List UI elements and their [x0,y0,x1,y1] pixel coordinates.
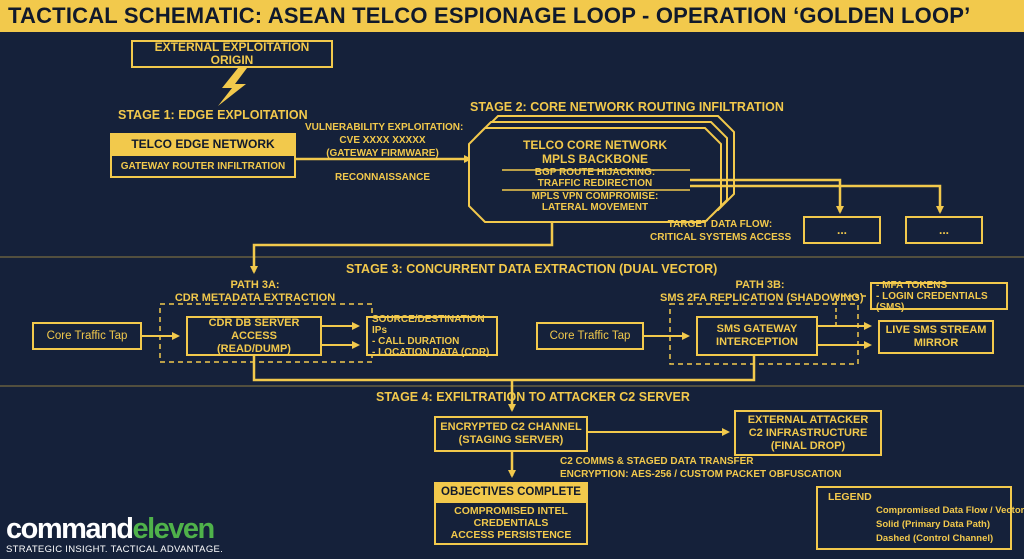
path-3b-label: PATH 3B: SMS 2FA REPLICATION (SHADOWING) [660,279,864,304]
path-3a-merge [252,355,512,382]
source-ip-box: SOURCE/DESTINATION IPs- CALL DURATION- L… [366,314,498,358]
mfa-box: - MFA TOKENS- LOGIN CREDENTIALS (SMS) [870,280,1008,313]
core-to-output-2 [690,184,944,214]
encrypted-c2-box: ENCRYPTED C2 CHANNEL(STAGING SERVER) [434,416,588,452]
c2-comms-label: C2 COMMS & STAGED DATA TRANSFER ENCRYPTI… [560,456,842,480]
output-box-1: ... [803,216,881,244]
edge-network-sub: GATEWAY ROUTER INFILTRATION [110,154,296,178]
path-3b-region [669,303,859,365]
page-title: TACTICAL SCHEMATIC: ASEAN TELCO ESPIONAG… [0,0,1024,32]
brand-name-a: command [6,513,134,545]
stage4-title: STAGE 4: EXFILTRATION TO ATTACKER C2 SER… [376,390,690,404]
core-network-label: TELCO CORE NETWORK MPLS BACKBONE [523,138,667,166]
legend-title: LEGEND [828,491,872,503]
tap-a-box: Core Traffic Tap [32,322,142,350]
origin-box: EXTERNAL EXPLOITATION ORIGIN [131,40,333,68]
stage3-title: STAGE 3: CONCURRENT DATA EXTRACTION (DUA… [346,262,718,276]
legend-item-flow: Compromised Data Flow / Vector [876,505,1024,516]
bgp-label: BGP ROUTE HIJACKING: TRAFFIC REDIRECTION [534,167,656,189]
target-flow-label: TARGET DATA FLOW: CRITICAL SYSTEMS ACCES… [650,219,792,243]
legend-item-solid: Solid (Primary Data Path) [876,519,991,530]
legend: LEGEND Compromised Data Flow / Vector So… [816,486,1024,550]
objectives-header: OBJECTIVES COMPLETE [434,482,588,502]
core-layer-front [468,127,722,223]
legend-item-dashed: Dashed (Control Channel) [876,533,994,544]
brand-name-b: eleven [132,513,215,545]
vuln-label: VULNERABILITY EXPLOITATION: CVE XXXX XXX… [305,122,464,159]
tap-b-box: Core Traffic Tap [536,322,644,350]
lightning-icon [218,68,247,106]
brand-logo: commandeleven STRATEGIC INSIGHT. TACTICA… [6,514,223,555]
core-to-stage3-arrow [250,222,554,274]
stage1-title: STAGE 1: EDGE EXPLOITATION [118,108,308,122]
edge-network-header: TELCO EDGE NETWORK [110,133,296,155]
output-box-2: ... [905,216,983,244]
path-3a-label: PATH 3A: CDR METADATA EXTRACTION [174,279,336,304]
core-to-output-1 [690,178,844,214]
path-3b-merge [512,355,756,382]
cdr-server-box: CDR DB SERVER ACCESS(READ/DUMP) [186,316,322,356]
recon-label: RECONNAISSANCE [334,172,430,183]
brand-tagline: STRATEGIC INSIGHT. TACTICAL ADVANTAGE. [6,544,224,555]
mpls-label: MPLS VPN COMPROMISE: LATERAL MOVEMENT [531,191,659,213]
stage2-title: STAGE 2: CORE NETWORK ROUTING INFILTRATI… [470,100,784,114]
